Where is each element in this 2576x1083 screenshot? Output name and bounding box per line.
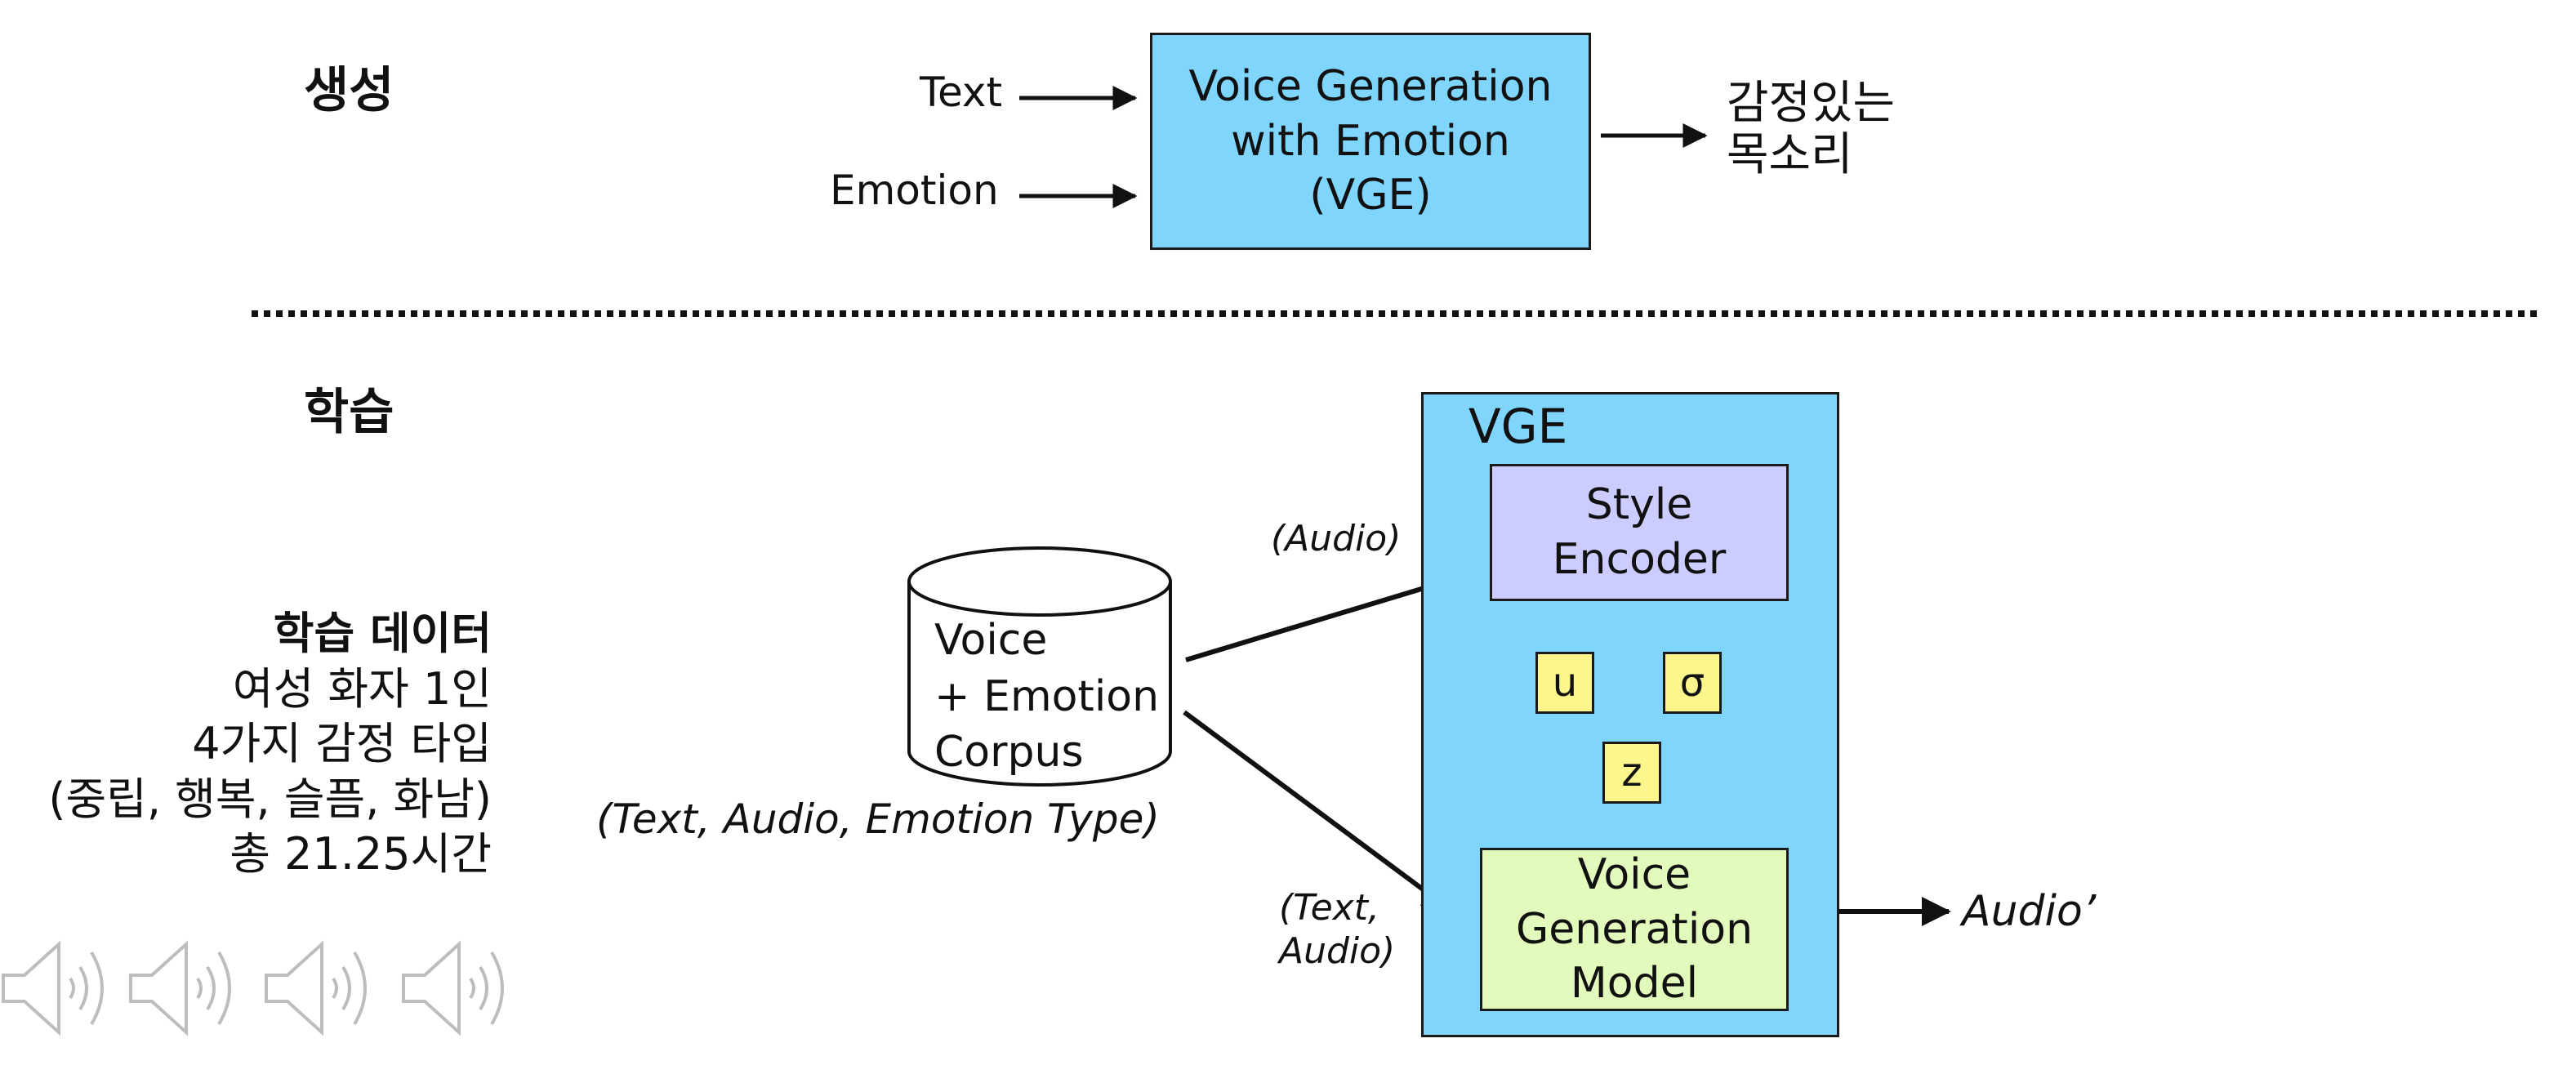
style-encoder-line: Encoder	[1552, 535, 1727, 584]
vge-box: Voice Generation with Emotion (VGE)	[1150, 33, 1591, 250]
training-section-label: 학습	[304, 384, 394, 441]
corpus-label-line: Corpus	[934, 728, 1084, 778]
text-input-label: Text	[920, 69, 1003, 116]
training-data-line: 총 21.25시간	[230, 828, 492, 880]
emotional-voice-output: 감정있는 목소리	[1727, 78, 1895, 180]
voice-generation-model-box: Voice Generation Model	[1480, 848, 1789, 1011]
corpus-caption: (Text, Audio, Emotion Type)	[596, 796, 1160, 843]
audio-output-label: Audio’	[1962, 887, 2097, 936]
corpus-label: Voice + Emotion Corpus	[934, 613, 1159, 781]
sigma-label: σ	[1679, 660, 1705, 706]
vge-box-line: Voice Generation	[1188, 62, 1553, 112]
style-encoder-line: Style	[1585, 480, 1693, 530]
vge-container-title: VGE	[1468, 399, 1568, 454]
corpus-label-line: + Emotion	[934, 671, 1160, 721]
output-line: 감정있는	[1727, 77, 1896, 130]
sigma-box: σ	[1663, 652, 1722, 714]
speaker-icon[interactable]	[0, 939, 114, 1037]
voice-model-line: Voice	[1577, 850, 1691, 900]
audio-edge-label: (Audio)	[1271, 518, 1402, 559]
speaker-icon[interactable]	[127, 939, 242, 1037]
edge-label-line: (Text,	[1279, 887, 1379, 929]
output-line: 목소리	[1727, 127, 1853, 181]
corpus-cylinder: Voice + Emotion Corpus	[907, 546, 1173, 787]
corpus-label-line: Voice	[934, 616, 1048, 665]
training-data-title: 학습 데이터	[273, 608, 492, 659]
corpus-to-voice-model-arrow	[1183, 710, 1453, 912]
edge-label-line: Audio)	[1279, 929, 1396, 972]
generation-section-label: 생성	[304, 62, 394, 119]
emotion-input-label: Emotion	[830, 167, 999, 214]
corpus-to-style-encoder-arrow	[1185, 570, 1464, 662]
training-data-line: (중립, 행복, 슬픔, 화남)	[48, 773, 492, 825]
vge-box-line: (VGE)	[1309, 171, 1432, 221]
latent-z-box: z	[1602, 742, 1661, 804]
training-data-line: 여성 화자 1인	[232, 662, 492, 715]
speaker-icon[interactable]	[400, 939, 515, 1037]
training-data-line: 4가지 감정 타입	[192, 718, 492, 769]
mean-u-box: u	[1535, 652, 1594, 714]
style-encoder-box: Style Encoder	[1490, 464, 1789, 601]
voice-model-line: Generation	[1515, 904, 1754, 954]
mean-u-label: u	[1552, 660, 1578, 706]
training-data-info: 학습 데이터 여성 화자 1인 4가지 감정 타입 (중립, 행복, 슬픔, 화…	[48, 606, 492, 882]
vge-box-line: with Emotion	[1231, 116, 1510, 166]
text-audio-edge-label: (Text, Audio)	[1279, 887, 1395, 974]
speaker-icons	[0, 939, 523, 1037]
latent-z-label: z	[1621, 750, 1642, 796]
voice-model-line: Model	[1570, 959, 1699, 1009]
speaker-icon[interactable]	[263, 939, 377, 1037]
